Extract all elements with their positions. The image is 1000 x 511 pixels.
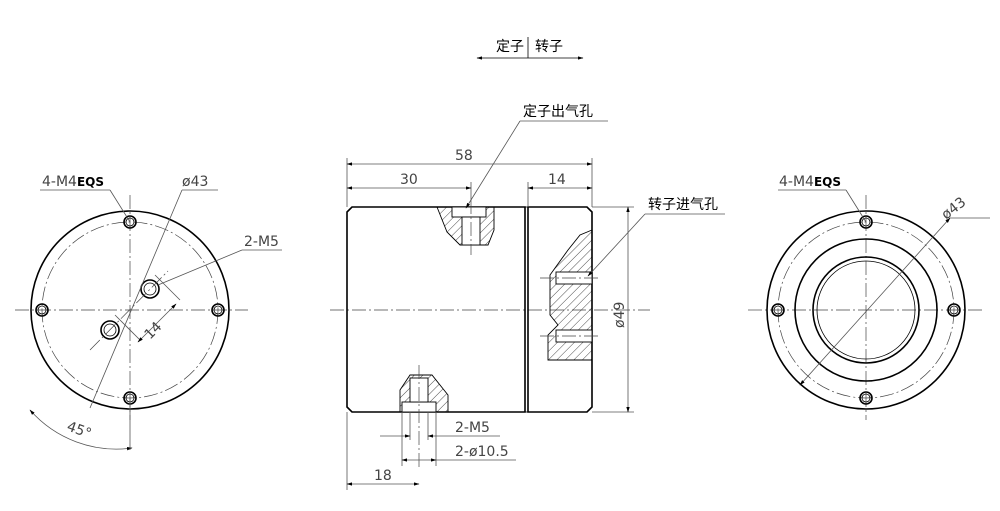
right-pcd-label: ø43 [939, 194, 970, 223]
diameter-label: ø49 [612, 302, 628, 328]
left-tap-label: 2-M5 [244, 234, 279, 250]
front-view: 58 30 14 ø49 2-M5 2-ø10.5 18 定子出气孔 [330, 104, 725, 490]
direction-indicator: 定子 转子 [476, 37, 584, 60]
left-holes-callout: 4-M4EQS [42, 174, 104, 190]
rotor-inlet-callout: 转子进气孔 [648, 197, 718, 213]
stator-label: 定子 [496, 39, 524, 55]
right-outer-circle [766, 210, 966, 410]
left-pcd-label: ø43 [182, 174, 208, 190]
overall-length-label: 58 [455, 148, 473, 164]
stator-outlet-callout: 定子出气孔 [523, 104, 593, 120]
rotor-side-section [547, 229, 593, 361]
right-view: 4-M4EQS ø43 [748, 174, 990, 420]
left-angle-label: 45° [65, 419, 94, 443]
rotor-hole-pos-label: 14 [548, 172, 566, 188]
left-m5-holes [100, 279, 160, 340]
stator-hole-pos-label: 30 [400, 172, 418, 188]
counterbore-label: 2-ø10.5 [455, 444, 509, 460]
left-view: 4-M4EQS ø43 2-M5 14 45° [15, 174, 282, 451]
left-spacing-label: 14 [142, 319, 166, 343]
bottom-tap-label: 2-M5 [455, 420, 490, 436]
right-holes-callout: 4-M4EQS [779, 174, 841, 190]
rotor-label: 转子 [535, 39, 563, 55]
bottom-pos-label: 18 [374, 468, 392, 484]
